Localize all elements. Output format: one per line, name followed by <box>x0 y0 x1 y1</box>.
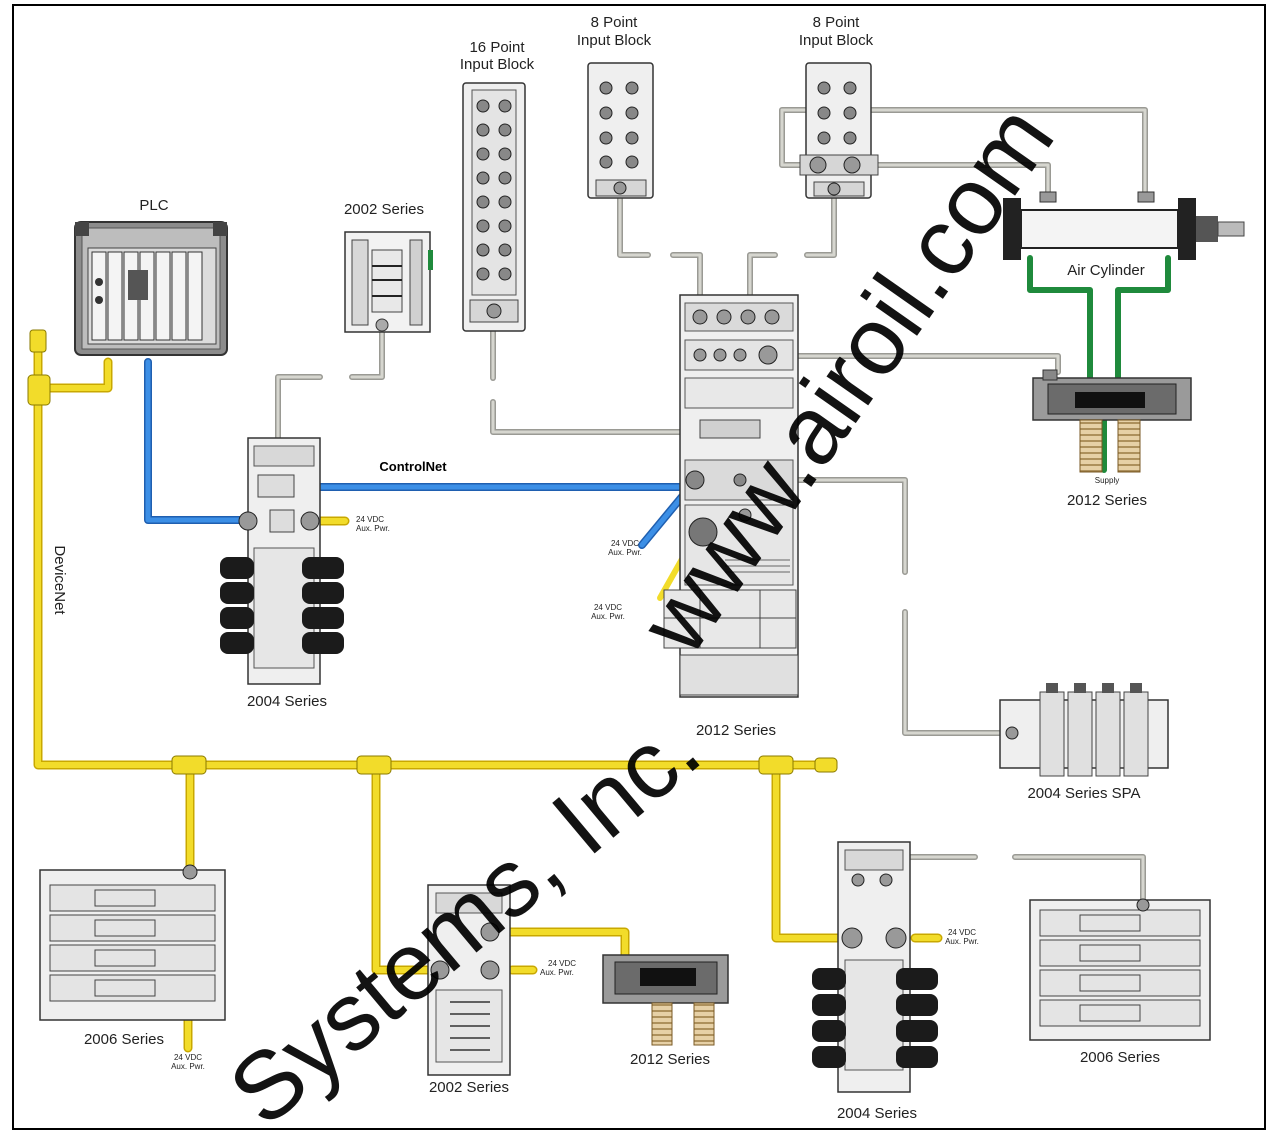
label-supply: Supply <box>1095 476 1119 485</box>
label-aux-f-1: 24 VDC <box>174 1053 202 1062</box>
input-block-8-point-a <box>587 62 654 199</box>
label-8-point-b-line1: 8 Point <box>813 14 861 31</box>
device-2006-series-right <box>1029 898 1211 1041</box>
device-2004-series-bottom <box>812 841 938 1093</box>
label-2002-series-top: 2002 Series <box>344 201 424 218</box>
label-2006-series-right: 2006 Series <box>1080 1049 1160 1066</box>
label-2012-series-right: 2012 Series <box>1067 492 1147 509</box>
label-devicenet: DeviceNet <box>51 545 68 615</box>
device-2012-series-right <box>1032 369 1192 473</box>
device-2012-series-center <box>663 294 799 698</box>
label-8-point-a-line1: 8 Point <box>591 14 639 31</box>
label-2002-series-bottom: 2002 Series <box>429 1079 509 1096</box>
label-2004-series-bottom: 2004 Series <box>837 1105 917 1122</box>
grey-cables-inner <box>276 108 1147 905</box>
diagram-border <box>12 4 1266 1130</box>
label-aux-e-2: Aux. Pwr. <box>945 937 979 946</box>
label-aux-d-1: 24 VDC <box>548 959 576 968</box>
label-aux-b-2: Aux. Pwr. <box>608 548 642 557</box>
label-2012-series-bottom: 2012 Series <box>630 1051 710 1068</box>
label-air-cylinder: Air Cylinder <box>1067 262 1145 279</box>
device-2012-series-bottom <box>602 954 729 1046</box>
label-aux-c-2: Aux. Pwr. <box>591 612 625 621</box>
device-2006-series-left <box>39 864 226 1021</box>
label-16-point-line1: 16 Point <box>469 39 525 56</box>
label-16-point-line2: Input Block <box>460 56 535 73</box>
device-2004-series-spa <box>999 683 1169 777</box>
label-2006-series-left: 2006 Series <box>84 1031 164 1048</box>
label-2012-series-center: 2012 Series <box>696 722 776 739</box>
label-2004-series-spa: 2004 Series SPA <box>1027 785 1140 802</box>
air-cylinder <box>1003 191 1245 260</box>
label-aux-e-1: 24 VDC <box>948 928 976 937</box>
label-aux-c-1: 24 VDC <box>594 603 622 612</box>
devicenet-tees <box>27 329 838 775</box>
label-aux-a-2: Aux. Pwr. <box>356 524 390 533</box>
label-8-point-b-line2: Input Block <box>799 32 874 49</box>
pneumatic-lines <box>1027 255 1171 473</box>
device-2004-series-left <box>220 437 344 685</box>
label-aux-a-1: 24 VDC <box>356 515 384 524</box>
label-aux-d-2: Aux. Pwr. <box>540 968 574 977</box>
plc <box>74 221 228 356</box>
label-plc: PLC <box>139 197 168 214</box>
device-2002-series-bottom <box>427 884 511 1076</box>
label-aux-b-1: 24 VDC <box>611 539 639 548</box>
label-8-point-a-line2: Input Block <box>577 32 652 49</box>
input-block-8-point-b <box>799 62 879 199</box>
controlnet-cable-fill <box>145 359 725 548</box>
devicenet-cable-fill <box>35 332 941 1051</box>
label-2004-series-left: 2004 Series <box>247 693 327 710</box>
input-block-16-point <box>462 82 526 332</box>
label-controlnet: ControlNet <box>379 459 447 474</box>
label-aux-f-2: Aux. Pwr. <box>171 1062 205 1071</box>
device-2002-series-top <box>344 231 433 333</box>
